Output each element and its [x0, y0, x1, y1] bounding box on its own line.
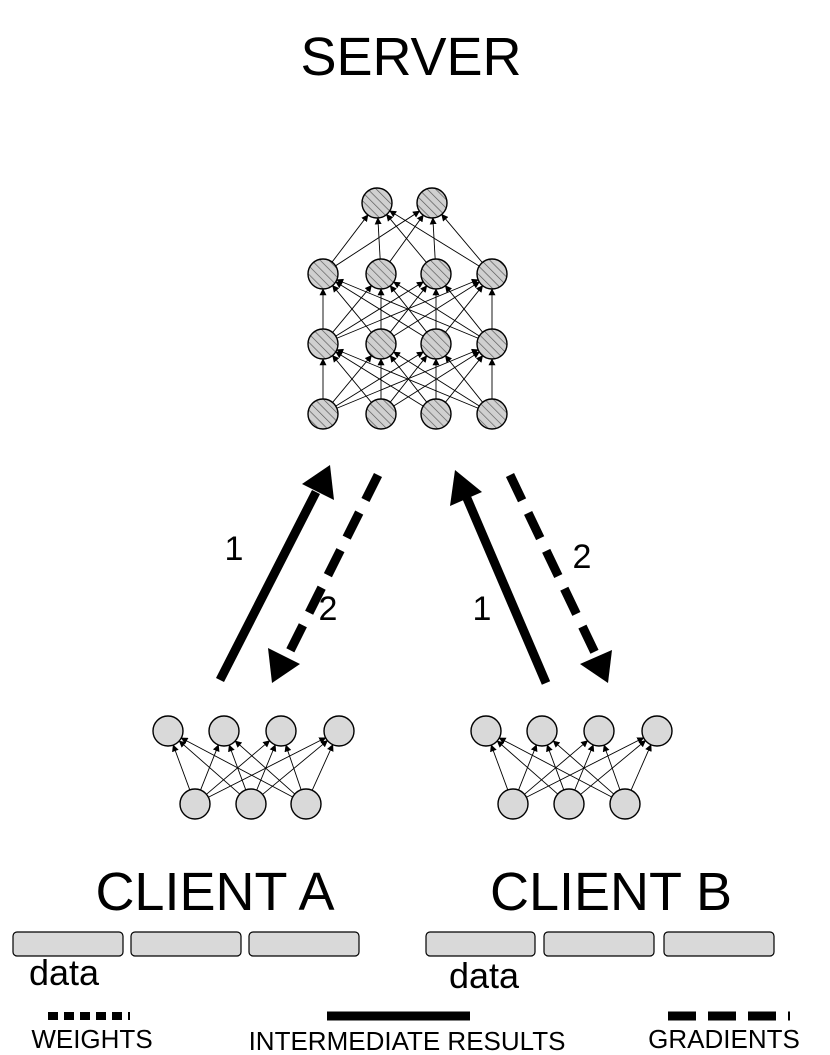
client-a-node: [265, 715, 297, 747]
client-a-network-edges: [172, 737, 334, 798]
client-b-network: [470, 715, 673, 820]
client-a-node: [208, 715, 240, 747]
client-b-download-arrowhead: [580, 650, 612, 683]
legend-weights-label: WEIGHTS: [31, 1024, 152, 1054]
client-a-edge: [262, 740, 328, 795]
legend: WEIGHTS INTERMEDIATE RESULTS GRADIENTS: [31, 1011, 800, 1055]
server-node: [476, 328, 508, 360]
server-edge: [332, 285, 372, 333]
client-b-edge: [526, 737, 645, 798]
server-node: [365, 258, 397, 290]
client-a-node: [179, 788, 211, 820]
client-b-node: [553, 788, 585, 820]
server-edge: [336, 278, 479, 339]
client-a-node: [290, 788, 322, 820]
client-a-upload-arrow: [215, 489, 321, 683]
client-a-edge: [178, 740, 241, 795]
client-b-title: CLIENT B: [490, 862, 732, 922]
server-edge: [335, 351, 424, 407]
server-edge: [393, 281, 480, 337]
client-a-download-arrowhead: [268, 648, 300, 683]
data-block: [12, 931, 124, 957]
client-a-edge: [180, 737, 293, 798]
client-a-edge: [284, 744, 302, 790]
client-b-node: [497, 788, 529, 820]
server-network: [307, 187, 508, 430]
server-node: [361, 187, 393, 219]
client-b-upload-arrow: [461, 494, 551, 685]
server-edge: [386, 213, 427, 263]
client-b-upload-step-label: 1: [473, 590, 492, 628]
client-a-network: [152, 715, 355, 820]
server-edge: [335, 281, 424, 337]
server-node: [416, 187, 448, 219]
client-b-edge: [498, 737, 612, 798]
client-b-node: [609, 788, 641, 820]
client-a-edge: [234, 740, 296, 795]
server-edge: [393, 351, 480, 407]
server-node: [420, 328, 452, 360]
client-b-download-arrow: [505, 473, 601, 657]
server-edge: [332, 355, 372, 403]
server-edge: [441, 213, 483, 263]
client-a-data-blocks: [12, 931, 360, 957]
server-node: [476, 398, 508, 430]
flow-arrows: [215, 465, 612, 685]
client-a-edge: [206, 740, 271, 795]
server-node: [365, 328, 397, 360]
server-edge: [389, 210, 480, 267]
client-b-edge: [602, 744, 621, 791]
client-a-download-arrow: [283, 472, 383, 658]
client-a-edge: [311, 744, 334, 791]
server-node: [307, 398, 339, 430]
client-b-node: [526, 715, 558, 747]
legend-intermediate-label: INTERMEDIATE RESULTS: [249, 1026, 566, 1055]
client-a-edge: [208, 737, 327, 798]
server-node: [420, 398, 452, 430]
server-edge: [374, 217, 382, 260]
server-node: [365, 398, 397, 430]
client-b-node: [583, 715, 615, 747]
client-a-upload-step-label: 1: [225, 530, 244, 568]
client-a-node: [323, 715, 355, 747]
client-a-edge: [172, 744, 191, 791]
server-node: [307, 258, 339, 290]
client-b-data-blocks: [425, 931, 775, 957]
data-block: [663, 931, 775, 957]
client-a-data-label: data: [29, 952, 100, 993]
client-b-download-step-label: 2: [573, 538, 592, 576]
client-b-node: [641, 715, 673, 747]
data-block: [425, 931, 536, 957]
client-a-node: [152, 715, 184, 747]
server-edge: [336, 348, 479, 409]
client-b-node: [470, 715, 502, 747]
client-a-node: [235, 788, 267, 820]
server-edge: [444, 355, 483, 403]
client-a-upload-arrowhead: [302, 465, 334, 500]
data-block: [543, 931, 655, 957]
client-b-upload-arrowhead: [450, 470, 482, 506]
server-network-edges: [319, 210, 496, 409]
server-node: [420, 258, 452, 290]
client-b-edge: [490, 744, 509, 791]
client-b-network-edges: [490, 737, 652, 798]
client-b-edge: [552, 740, 615, 795]
server-node: [307, 328, 339, 360]
client-a-title: CLIENT A: [95, 862, 334, 922]
client-a-download-step-label: 2: [319, 590, 338, 628]
server-edge: [331, 214, 369, 263]
client-a-edge: [256, 744, 277, 791]
client-b-edge: [630, 744, 652, 791]
data-block: [248, 931, 360, 957]
client-b-edge: [580, 740, 646, 795]
server-node: [476, 258, 508, 290]
client-b-data-label: data: [449, 955, 520, 996]
legend-gradients-label: GRADIENTS: [648, 1024, 800, 1054]
client-b-edge: [496, 740, 559, 795]
data-block: [130, 931, 242, 957]
server-edge: [444, 285, 483, 333]
server-title: SERVER: [300, 27, 521, 87]
